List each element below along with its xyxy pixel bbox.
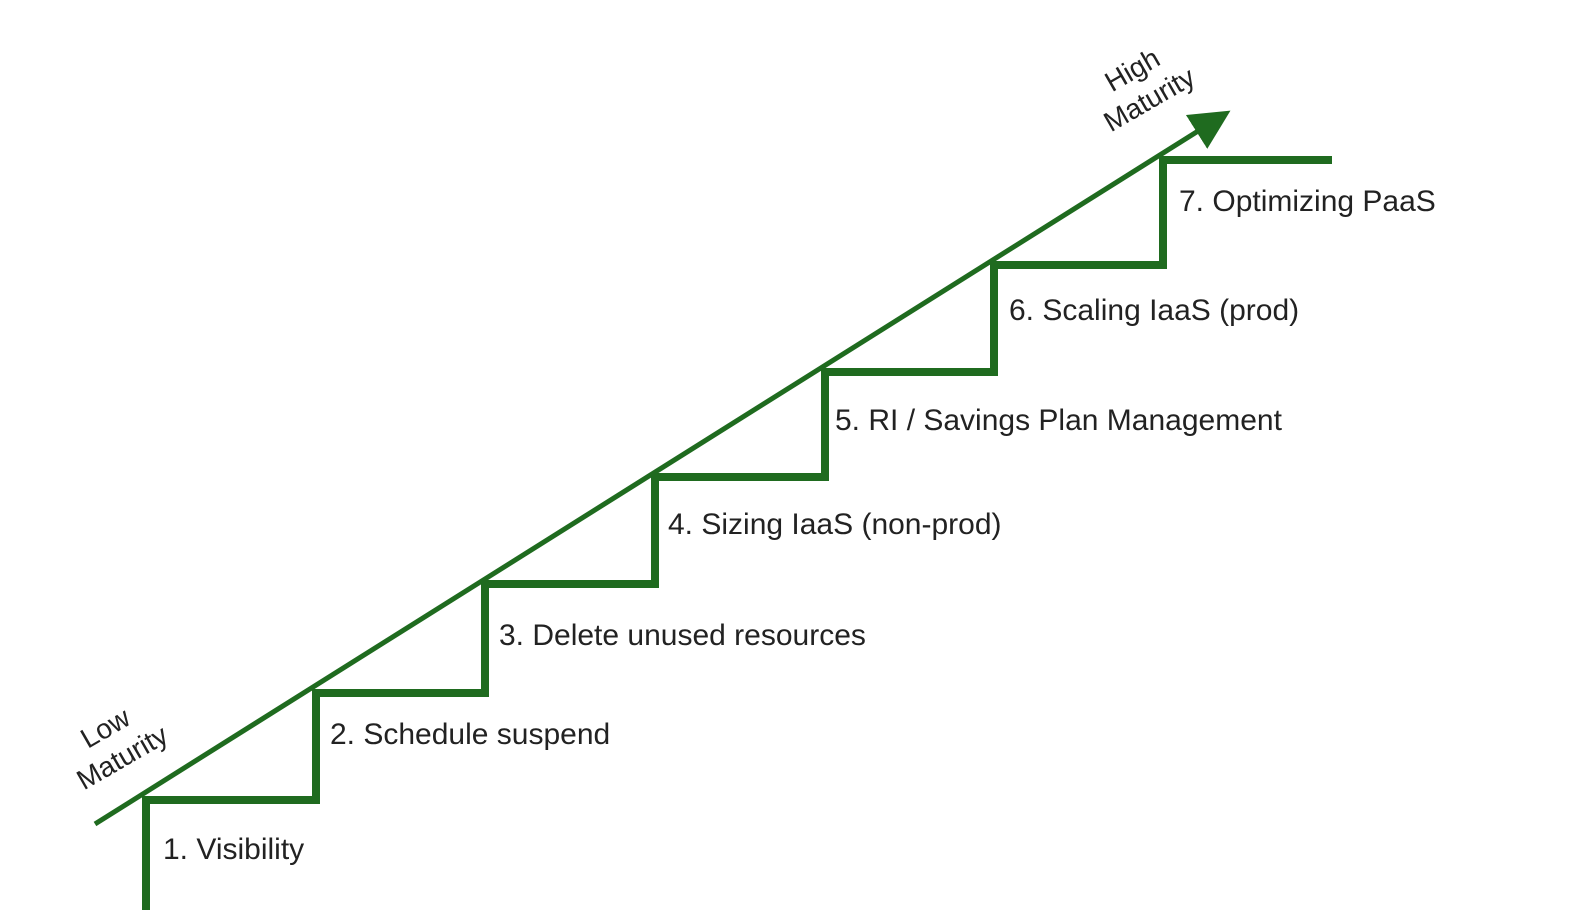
low-maturity-label: Low Maturity bbox=[71, 701, 173, 795]
step-3-label: 3. Delete unused resources bbox=[499, 619, 866, 652]
step-2-label: 2. Schedule suspend bbox=[330, 718, 610, 751]
high-maturity-label: High Maturity bbox=[1098, 42, 1200, 138]
maturity-arrow bbox=[93, 110, 1231, 827]
step-6-label: 6. Scaling IaaS (prod) bbox=[1009, 294, 1299, 327]
step-7-label: 7. Optimizing PaaS bbox=[1179, 185, 1436, 218]
step-4-label: 4. Sizing IaaS (non-prod) bbox=[668, 508, 1002, 541]
staircase-line bbox=[142, 156, 1332, 910]
step-1-label: 1. Visibility bbox=[163, 833, 304, 866]
step-5-label: 5. RI / Savings Plan Management bbox=[835, 404, 1283, 437]
